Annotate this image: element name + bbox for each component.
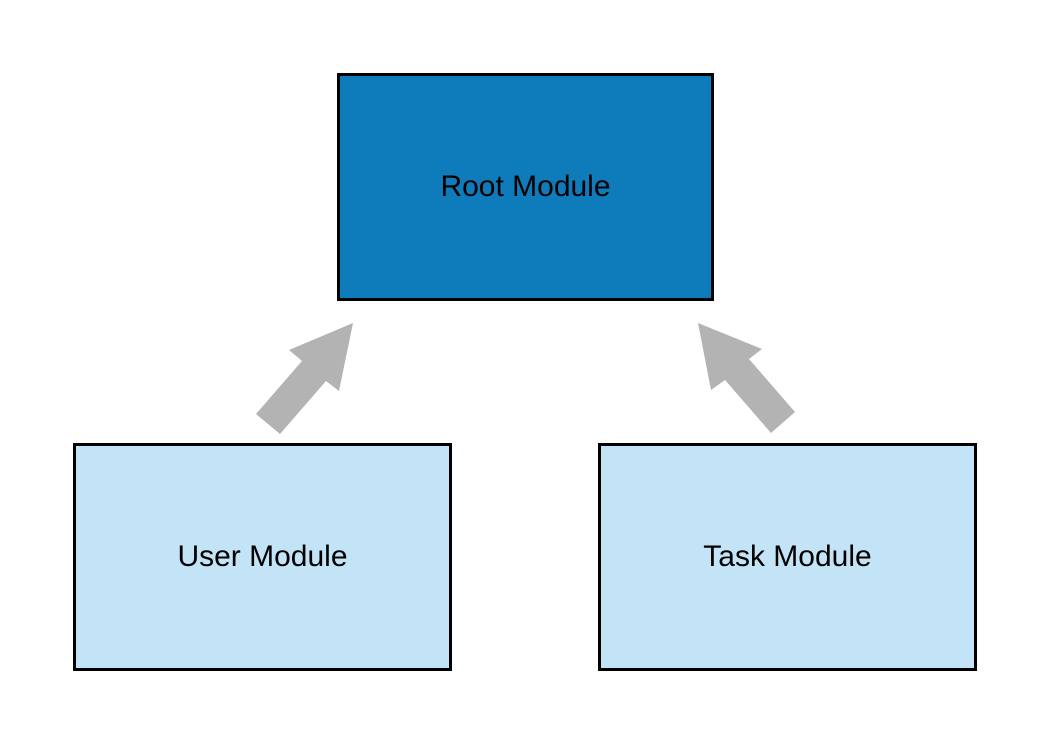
arrow-user-to-root [256, 323, 353, 434]
root-module-label: Root Module [440, 170, 611, 203]
task-module-label: Task Module [703, 540, 872, 573]
user-module-label: User Module [177, 540, 348, 573]
user-module-box: User Module [73, 443, 452, 671]
root-module-box: Root Module [337, 73, 714, 301]
task-module-box: Task Module [598, 443, 977, 671]
arrow-task-to-root [698, 323, 795, 433]
